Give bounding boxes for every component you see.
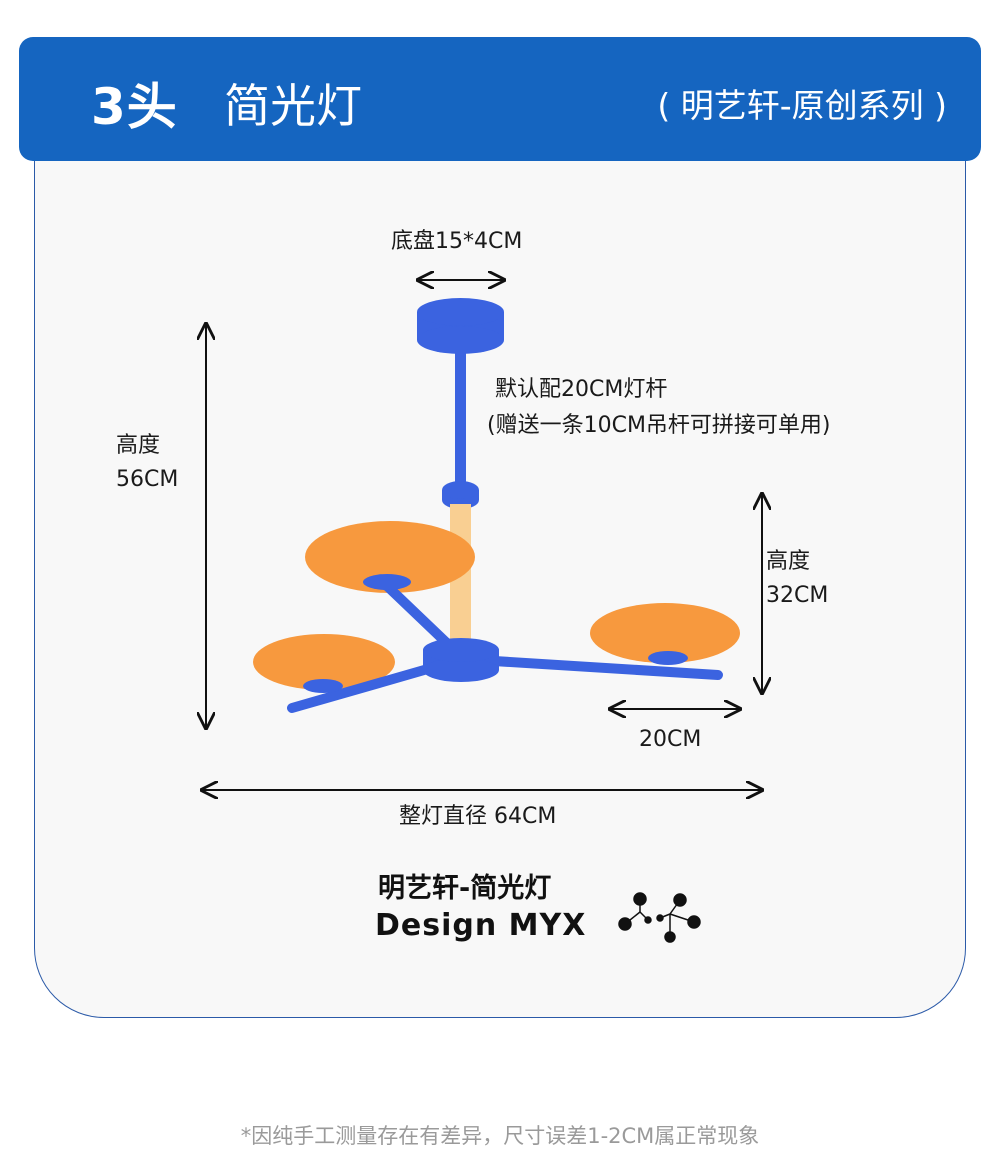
ceiling-canopy [417,298,504,354]
product-name: 简光灯 [224,79,362,133]
total-height-label: 高度 [116,433,161,458]
molecule-logo-icon [618,892,701,943]
header-banner: 3头 简光灯 ( 明艺轩-原创系列 ) [19,37,981,161]
diameter-label: 整灯直径 64CM [399,804,557,829]
shade-right [590,603,740,663]
brand-name-cn: 明艺轩-简光灯 [378,873,552,904]
base-size-label: 底盘15*4CM [391,229,523,254]
shade-cup-left [303,679,343,693]
shade-width-label: 20CM [639,727,702,752]
shade-left [253,634,395,690]
arm-right [473,655,723,680]
measurement-footnote: *因纯手工测量存在有差异，尺寸误差1-2CM属正常现象 [240,1124,760,1148]
arm-left [287,659,450,713]
body-height-label: 高度 [766,549,811,574]
arm-top-left [380,579,457,653]
shade-top-left [305,521,475,593]
total-height-value: 56CM [116,467,179,492]
center-hub [423,638,499,682]
rod-length-label: 默认配20CM灯杆 [495,377,668,402]
hanging-rod [455,350,466,496]
shade-cup-right [648,651,688,665]
shade-cup-top-left [363,574,411,590]
product-card [34,60,966,1018]
rod-extra-label: (赠送一条10CM吊杆可拼接可单用) [487,413,831,438]
brand-name-en: Design MYX [375,908,587,943]
head-count: 3头 [91,78,178,136]
series-name: ( 明艺轩-原创系列 ) [657,86,947,125]
body-height-value: 32CM [766,583,829,608]
